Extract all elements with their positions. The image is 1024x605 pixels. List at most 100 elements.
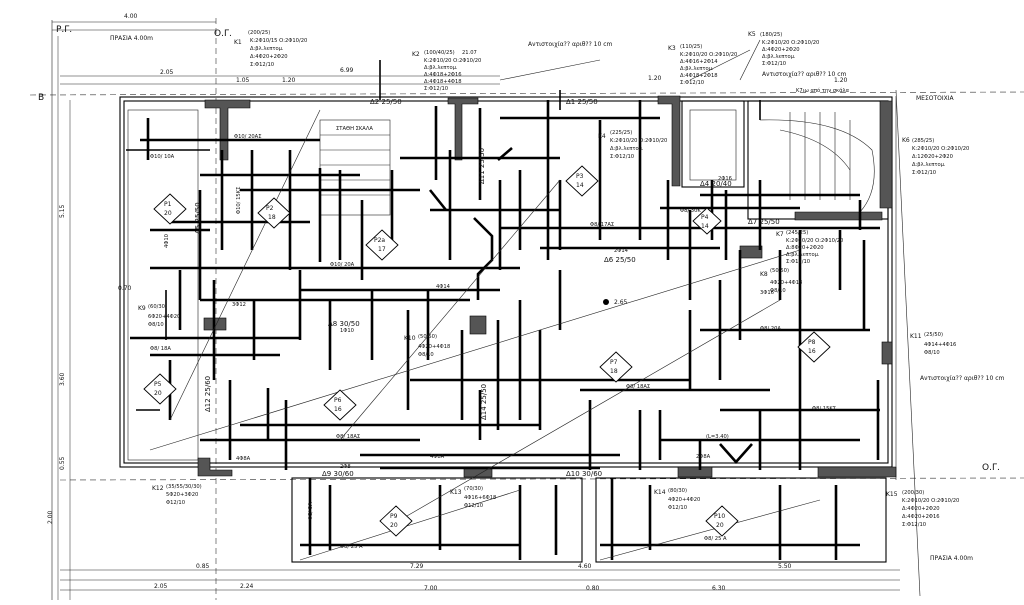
dim-left-0: 5.15	[59, 204, 66, 218]
axis-b-marker: B	[38, 93, 44, 103]
svg-text:4Φ10: 4Φ10	[164, 234, 170, 248]
svg-text:(200/25): (200/25)	[248, 30, 270, 36]
svg-text:4Φ14: 4Φ14	[436, 284, 451, 290]
svg-text:Φ8/ 9Α: Φ8/ 9Α	[308, 502, 314, 520]
svg-text:Φ12/10: Φ12/10	[166, 500, 185, 506]
svg-text:P2: P2	[266, 205, 274, 212]
slab-p4: P4 14	[692, 207, 722, 235]
svg-text:4Φ14+4Φ16: 4Φ14+4Φ16	[924, 342, 956, 348]
slab-p5: P5 20	[143, 373, 177, 405]
svg-text:K10: K10	[404, 335, 416, 342]
svg-text:K:2Φ10/20 Ο:2Φ10/20: K:2Φ10/20 Ο:2Φ10/20	[680, 52, 737, 58]
svg-text:4Φ8Α: 4Φ8Α	[430, 454, 445, 460]
column-k9: K9 (60/30) 6Φ20+4Φ20 Φ8/10	[138, 304, 180, 328]
svg-text:20: 20	[164, 210, 172, 217]
column-k6: K6 (285/25) K:2Φ10/20 Ο:2Φ10/20 Δ:12Φ20+…	[902, 137, 969, 176]
beam-d8: Δ8 30/50	[328, 320, 360, 328]
svg-text:20: 20	[716, 522, 724, 529]
svg-text:Φ8/ 25 Α: Φ8/ 25 Α	[704, 536, 727, 542]
svg-text:4Φ20+4Φ20: 4Φ20+4Φ20	[668, 497, 700, 503]
edge-labels: Ρ.Γ. Ο.Γ. ΠΡΑΣΙΑ 4.00m ΠΡΑΣΙΑ 4.00m Ο.Γ.…	[38, 25, 1000, 562]
dim-bottom-4: 4.60	[578, 563, 592, 570]
column-k1: K1 (200/25) K:2Φ10/15 Ο:2Φ10/20 Δ:βλ.λεπ…	[234, 30, 307, 68]
beam-d11: Δ11 25/50	[478, 148, 486, 184]
dim-bottom-7: 6.30	[712, 585, 726, 592]
rebar-callouts: Φ10/ 20ΑΣ Φ10/ 15ΚΣ Φ10/ 10Α Φ10/ 20Α Φ8…	[150, 134, 836, 550]
svg-text:K15: K15	[886, 491, 898, 498]
dim-top-1: 2.05	[160, 69, 174, 76]
svg-text:(50/50): (50/50)	[418, 334, 437, 340]
bottom-dimensions: 2.05 2.24 7.29 7.00 4.60 0.80 5.50 6.30 …	[154, 563, 792, 592]
slab-p7: P7 18	[599, 351, 633, 383]
dim-top-0: 4.00	[124, 13, 138, 20]
svg-text:P7: P7	[610, 359, 618, 366]
dim-top-3: 1.20	[282, 77, 296, 84]
svg-text:K:2Φ10/20 Ο:2Φ10/20: K:2Φ10/20 Ο:2Φ10/20	[786, 238, 843, 244]
svg-text:Φ8/ 17ΑΣ: Φ8/ 17ΑΣ	[590, 222, 614, 228]
road-edge-label: Ρ.Γ.	[56, 25, 72, 35]
svg-text:(25/50): (25/50)	[924, 332, 943, 338]
beam-d2: Δ2 25/50	[370, 98, 402, 106]
svg-text:(100/40/25): (100/40/25)	[424, 50, 455, 56]
svg-text:K7: K7	[776, 231, 784, 238]
svg-text:2Φ14: 2Φ14	[614, 248, 629, 254]
left-dimensions: 5.15 3.60 0.55 2.00 0.70	[47, 204, 132, 524]
column-k5: K5 (180/25) K:2Φ10/20 Ο:2Φ10/20 Δ:4Φ20+2…	[748, 31, 819, 67]
svg-text:Δ:βλ.λεπτομ.: Δ:βλ.λεπτομ.	[250, 46, 284, 52]
svg-text:18: 18	[268, 214, 276, 221]
party-wall-label: ΜΕΣΟΤΟΙΧΙΑ	[916, 95, 955, 102]
beam-d5: Δ5 25/50	[194, 202, 202, 234]
building-line-label: Ο.Γ.	[214, 29, 232, 39]
svg-text:14: 14	[701, 223, 709, 230]
column-k10: K10 (50/50) 4Φ20+4Φ18 Φ8/10	[404, 334, 450, 358]
svg-text:Φ8/10: Φ8/10	[418, 352, 434, 358]
slab-diagonals	[149, 39, 821, 561]
svg-text:Δ:4Φ20+2Φ20: Δ:4Φ20+2Φ20	[250, 54, 288, 60]
svg-text:Σ:Φ12/10: Σ:Φ12/10	[680, 80, 704, 86]
svg-text:Φ8/ 18ΑΣ: Φ8/ 18ΑΣ	[336, 434, 360, 440]
svg-text:Φ12/10: Φ12/10	[464, 503, 483, 509]
column-k11: K11 (25/50) 4Φ14+4Φ16 Φ8/10	[910, 332, 956, 356]
svg-text:Δ:4Φ20+2Φ16: Δ:4Φ20+2Φ16	[902, 514, 940, 520]
svg-text:K:2Φ10/20 Ο:2Φ10/20: K:2Φ10/20 Ο:2Φ10/20	[610, 138, 667, 144]
stair-label: ΣΤΑΘΗ ΣΚΑΛΑ	[336, 126, 373, 132]
svg-text:Φ8/ 30Κ: Φ8/ 30Κ	[680, 208, 701, 214]
svg-text:1Φ10: 1Φ10	[340, 328, 354, 334]
dim-left-4: 0.70	[118, 285, 132, 292]
svg-text:K12: K12	[152, 485, 164, 492]
svg-text:Σ:Φ12/10: Σ:Φ12/10	[912, 170, 936, 176]
svg-text:Δ:βλ.λεπτομ.: Δ:βλ.λεπτομ.	[680, 66, 714, 72]
svg-text:Δ:βλ.λεπτομ.: Δ:βλ.λεπτομ.	[610, 146, 644, 152]
beam-d7: Δ7 25/50	[748, 218, 780, 226]
svg-text:Φ8/10: Φ8/10	[148, 322, 164, 328]
svg-text:Σ:Φ12/10: Σ:Φ12/10	[786, 259, 810, 265]
level-marker-icon	[603, 299, 609, 305]
setback-label-top: ΠΡΑΣΙΑ 4.00m	[110, 35, 153, 42]
column-k15: K15 (200/30) K:2Φ10/20 Ο:2Φ10/20 Δ:4Φ20+…	[886, 490, 959, 528]
svg-text:P2a: P2a	[374, 237, 385, 244]
column-k12: K12 (35/55/30/30) 5Φ20+3Φ20 Φ12/10	[152, 484, 202, 506]
column-k13: K13 (70/30) 4Φ16+6Φ18 Φ12/10	[450, 486, 496, 509]
column-k7: K7 (245/25) K:2Φ10/20 Ο:2Φ10/20 Δ:8Φ20+2…	[776, 230, 843, 265]
beam-d6: Δ6 25/50	[604, 256, 636, 264]
svg-text:(245/25): (245/25)	[786, 230, 808, 236]
stair-note: Κ7ιω από την σκάλα	[796, 87, 850, 94]
svg-text:K:2Φ10/20 Ο:2Φ10/20: K:2Φ10/20 Ο:2Φ10/20	[424, 58, 481, 64]
svg-text:K4: K4	[598, 133, 606, 140]
svg-text:Σ:Φ12/10: Σ:Φ12/10	[902, 522, 926, 528]
svg-text:17: 17	[378, 246, 386, 253]
svg-text:Φ10/ 10Α: Φ10/ 10Α	[150, 154, 175, 160]
svg-text:Δ:4Φ18+2Φ16: Δ:4Φ18+2Φ16	[424, 72, 462, 78]
svg-text:P10: P10	[714, 513, 725, 520]
svg-text:K5: K5	[748, 31, 756, 38]
svg-text:2Φ8: 2Φ8	[340, 464, 351, 470]
dim-left-1: 3.60	[59, 372, 66, 386]
svg-text:K6: K6	[902, 137, 910, 144]
svg-text:4Φ20+4Φ18: 4Φ20+4Φ18	[770, 280, 802, 286]
svg-text:P8: P8	[808, 339, 816, 346]
svg-text:K11: K11	[910, 333, 922, 340]
beam-d14: Δ14 25/50	[480, 384, 488, 420]
svg-text:Φ8/ 18Α: Φ8/ 18Α	[150, 346, 171, 352]
svg-text:Φ8/ 15ΚΣ: Φ8/ 15ΚΣ	[812, 406, 836, 412]
